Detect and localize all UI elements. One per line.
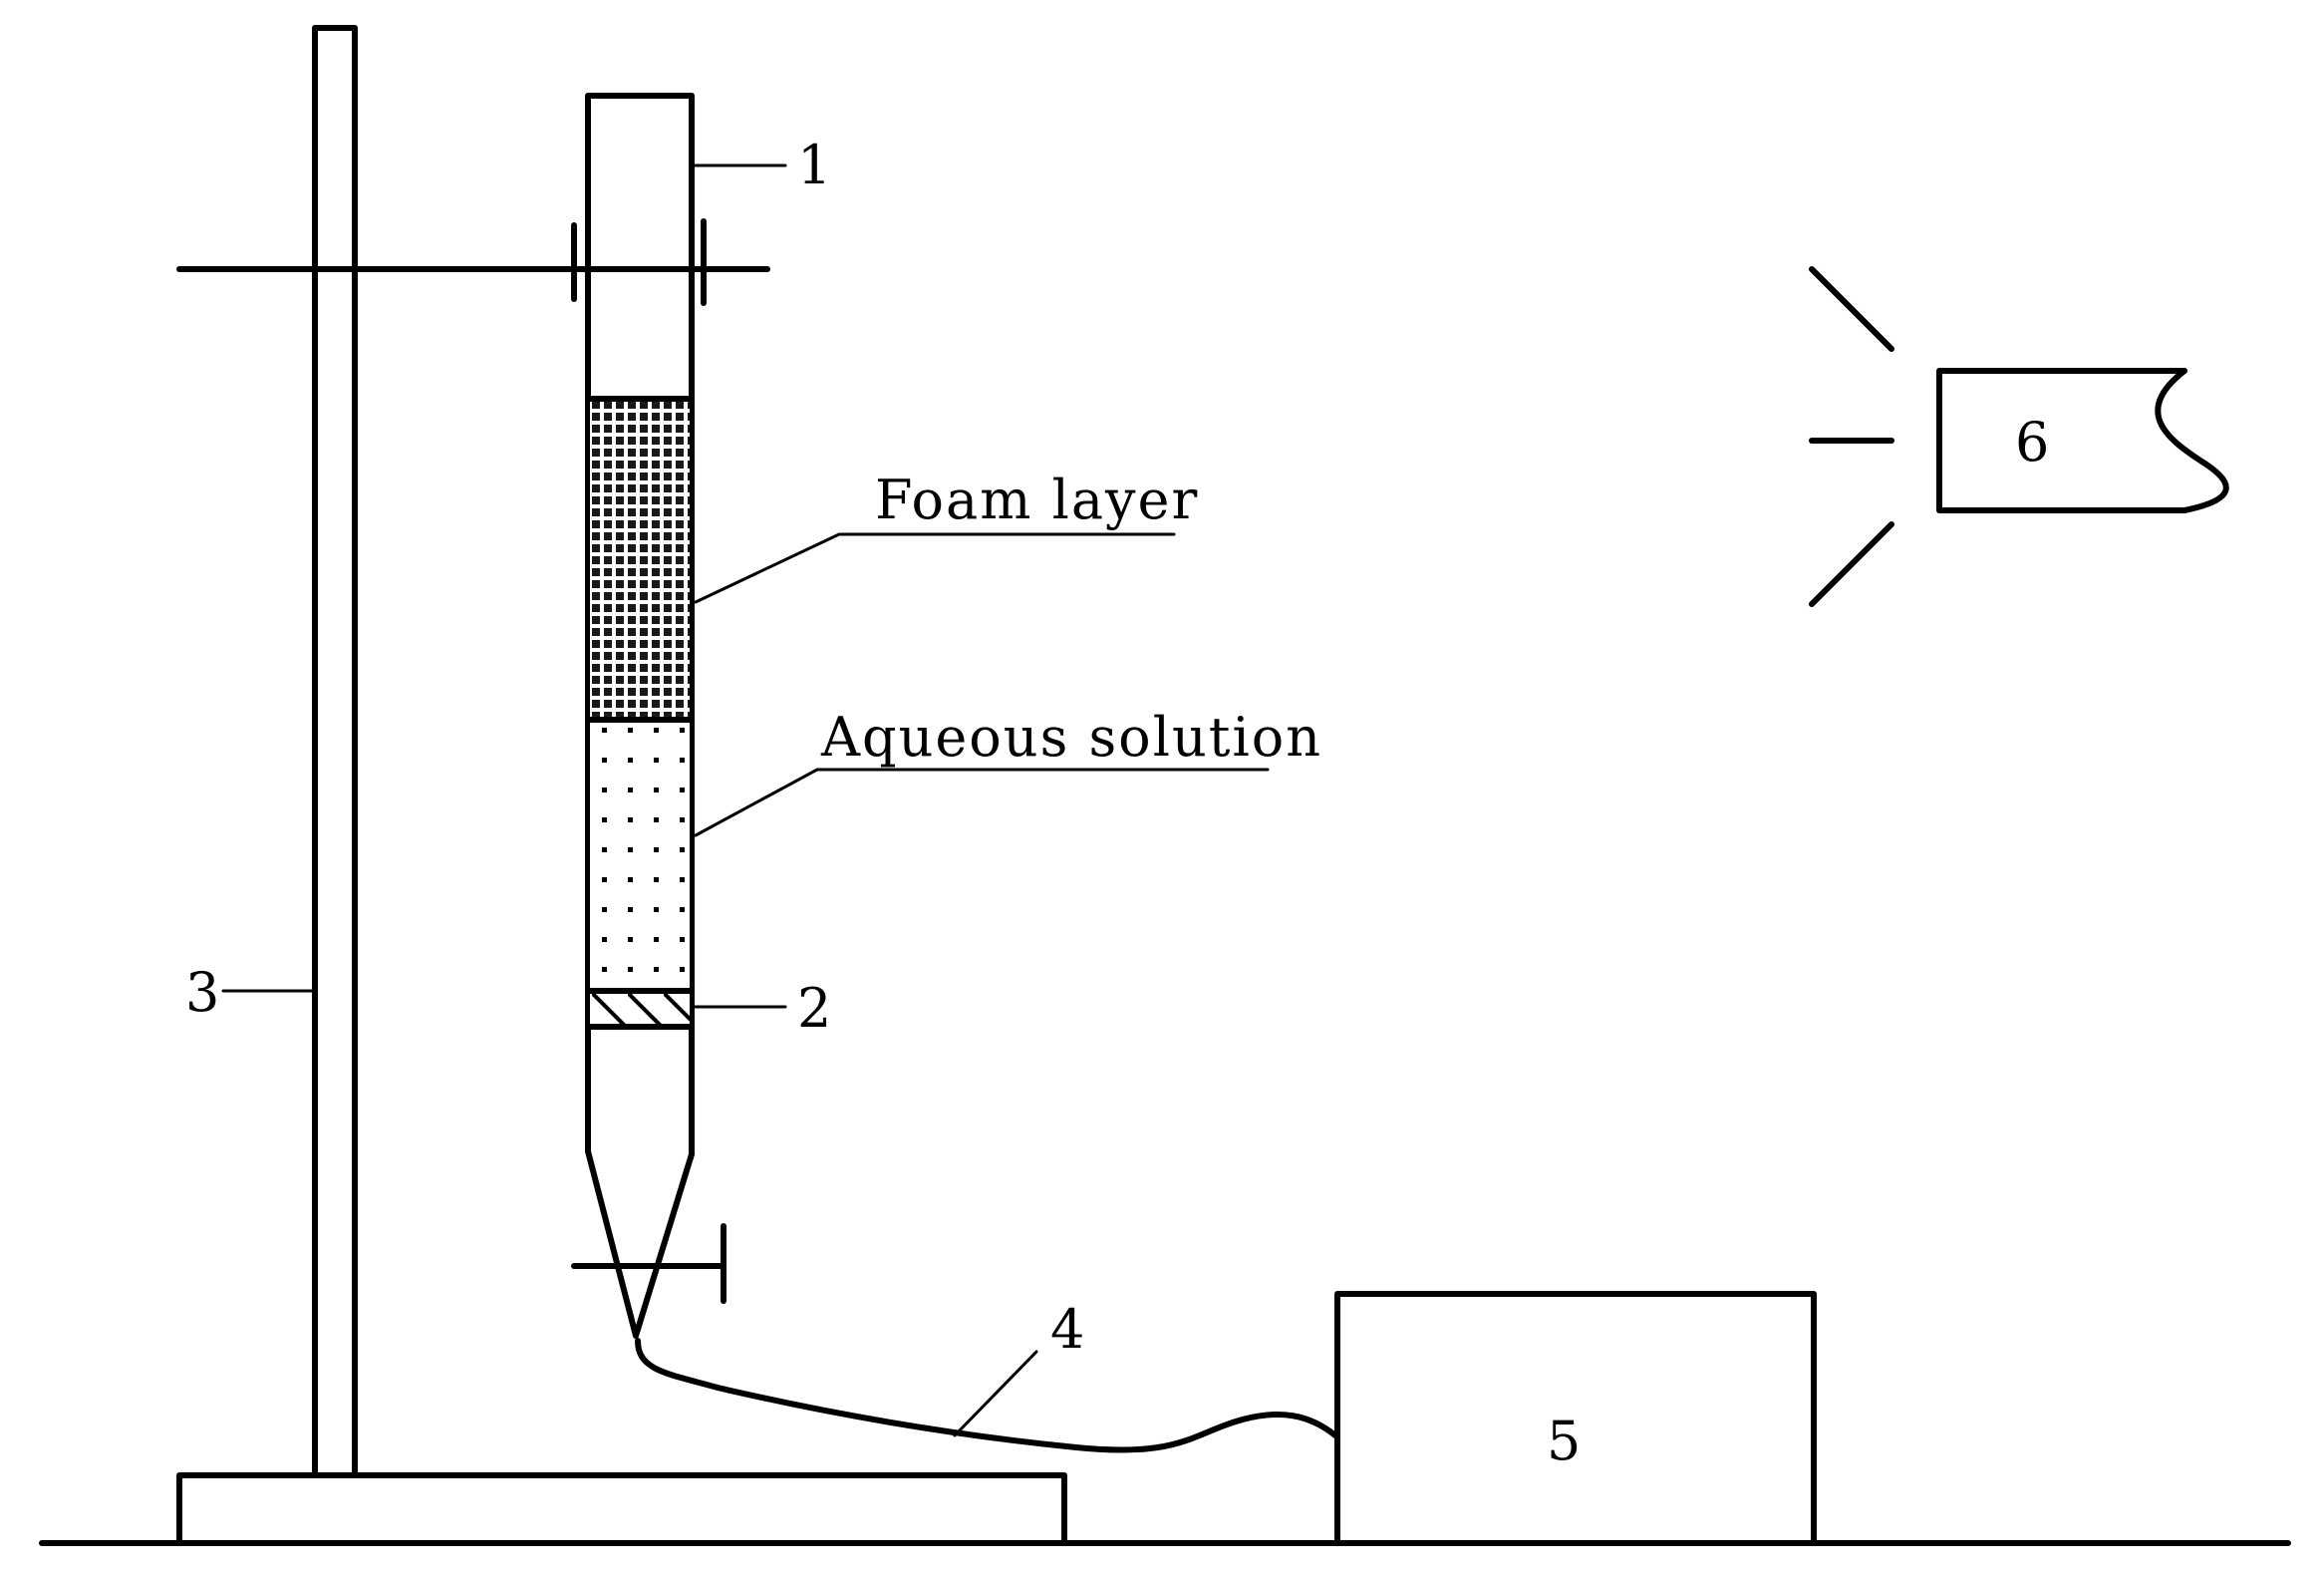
label-foam-layer: Foam layer (875, 469, 1199, 531)
label-3: 3 (185, 961, 219, 1024)
stand-base (176, 1472, 1067, 1546)
label-5: 5 (1547, 1410, 1581, 1472)
pump-box (1334, 1291, 1817, 1546)
light-ray-upper (1809, 266, 1894, 352)
foam-layer-region (590, 399, 690, 720)
stand-rod (312, 25, 358, 1478)
leader-4 (953, 1350, 1038, 1437)
foam-column-tube (585, 93, 695, 1157)
label-aqueous-solution: Aqueous solution (820, 706, 1322, 769)
column-cone (585, 1148, 695, 1339)
label-1: 1 (797, 134, 831, 196)
aqueous-solution-region (590, 720, 690, 991)
label-4: 4 (1050, 1298, 1084, 1361)
leader-foam-layer (694, 532, 1176, 604)
frit-region (590, 993, 690, 1025)
connecting-tube (635, 1338, 1338, 1453)
light-ray-lower (1809, 521, 1894, 607)
label-6: 6 (2015, 411, 2049, 474)
leader-aqueous-solution (694, 768, 1270, 837)
label-2: 2 (797, 977, 831, 1040)
camera-body (1936, 368, 2229, 513)
